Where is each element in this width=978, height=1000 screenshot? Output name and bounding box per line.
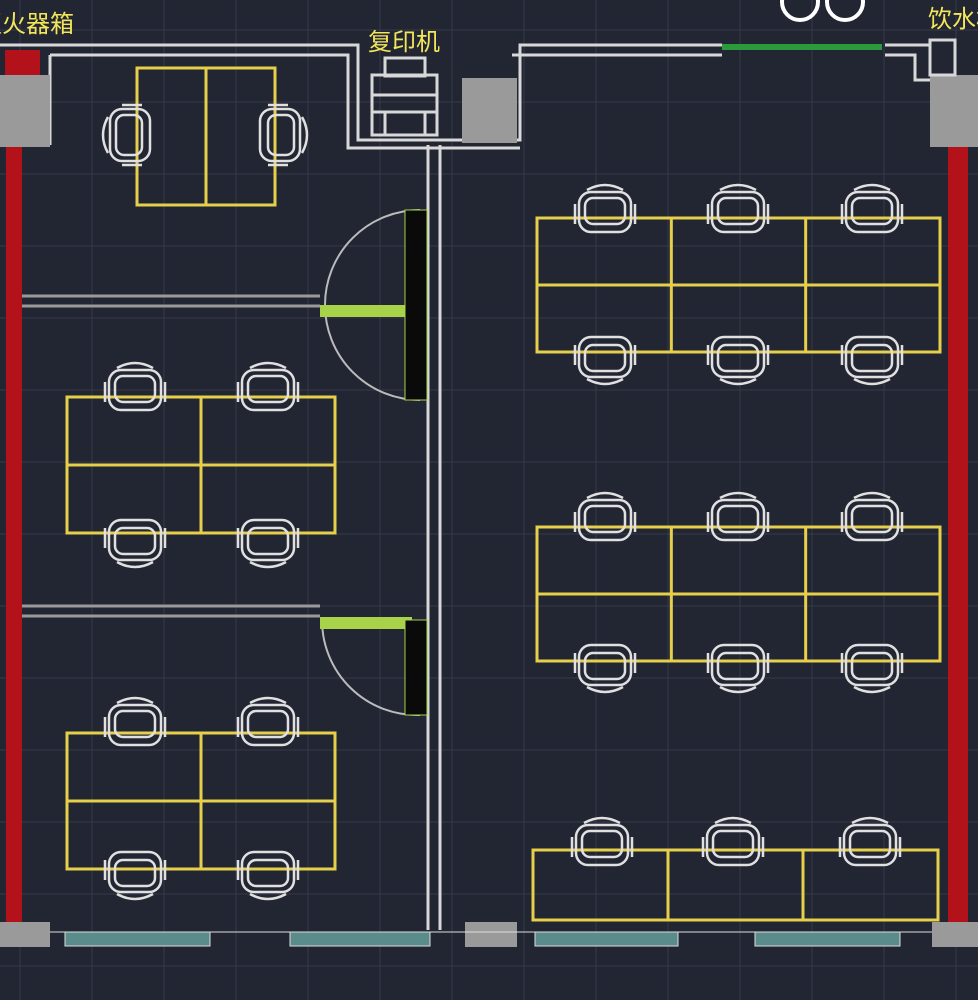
column-right-top — [930, 75, 978, 147]
chair-icon — [706, 491, 770, 542]
water-dispenser-icon — [928, 38, 957, 77]
chair-icon — [236, 518, 300, 569]
column-bottom-left — [0, 922, 50, 947]
copier-label: 复印机 — [368, 28, 440, 56]
walls — [0, 43, 930, 930]
partition-lower — [15, 604, 320, 618]
desk-group — [65, 731, 337, 871]
chair-icon — [103, 850, 167, 901]
column-left-top — [0, 75, 50, 147]
chair-icon — [840, 643, 904, 694]
chair-icon — [103, 361, 167, 412]
desk-group — [65, 395, 337, 535]
chair-icon — [258, 103, 309, 167]
window-pane — [289, 931, 431, 947]
extinguisher-box — [5, 50, 40, 75]
column-center-top — [462, 78, 517, 143]
red-wall-left — [6, 147, 22, 922]
chair-icon — [103, 518, 167, 569]
chair-icon — [573, 491, 637, 542]
chair-icon — [573, 183, 637, 234]
chair-icon — [706, 335, 770, 386]
water-dispenser-label: 饮水机 — [928, 5, 978, 33]
chair-icon — [573, 335, 637, 386]
desk-group — [535, 216, 942, 354]
circle-fixture — [780, 0, 820, 22]
partition-upper — [15, 294, 320, 308]
furniture — [65, 66, 942, 922]
chair-icon — [573, 643, 637, 694]
chair-icon — [706, 643, 770, 694]
chair-icon — [840, 491, 904, 542]
chair-icon — [838, 816, 902, 867]
desk-group — [135, 66, 277, 207]
column-bottom-center — [465, 922, 517, 947]
extinguisher-label: 灭火器箱 — [0, 10, 74, 38]
desk-group — [531, 848, 940, 922]
chair-icon — [840, 183, 904, 234]
center-partition — [426, 145, 442, 930]
bottom-windows — [50, 931, 932, 947]
window-pane — [64, 931, 211, 947]
copier-icon — [370, 56, 439, 137]
red-wall-right — [948, 147, 968, 922]
chair-icon — [701, 816, 765, 867]
chair-icon — [570, 816, 634, 867]
chair-icon — [840, 335, 904, 386]
column-bottom-right — [932, 922, 978, 947]
door-upper[interactable] — [320, 209, 428, 401]
chair-icon — [706, 183, 770, 234]
chair-icon — [236, 850, 300, 901]
window-pane — [754, 931, 901, 947]
chair-icon — [236, 696, 300, 747]
door-lower[interactable] — [320, 617, 428, 717]
top-wall-right — [885, 43, 930, 82]
circle-fixture — [825, 0, 865, 22]
chair-icon — [103, 696, 167, 747]
chair-icon — [101, 103, 152, 167]
chair-icon — [236, 361, 300, 412]
window-pane — [534, 931, 679, 947]
top-wall-left — [0, 43, 722, 150]
desk-group — [535, 525, 942, 663]
green-window — [722, 44, 882, 50]
